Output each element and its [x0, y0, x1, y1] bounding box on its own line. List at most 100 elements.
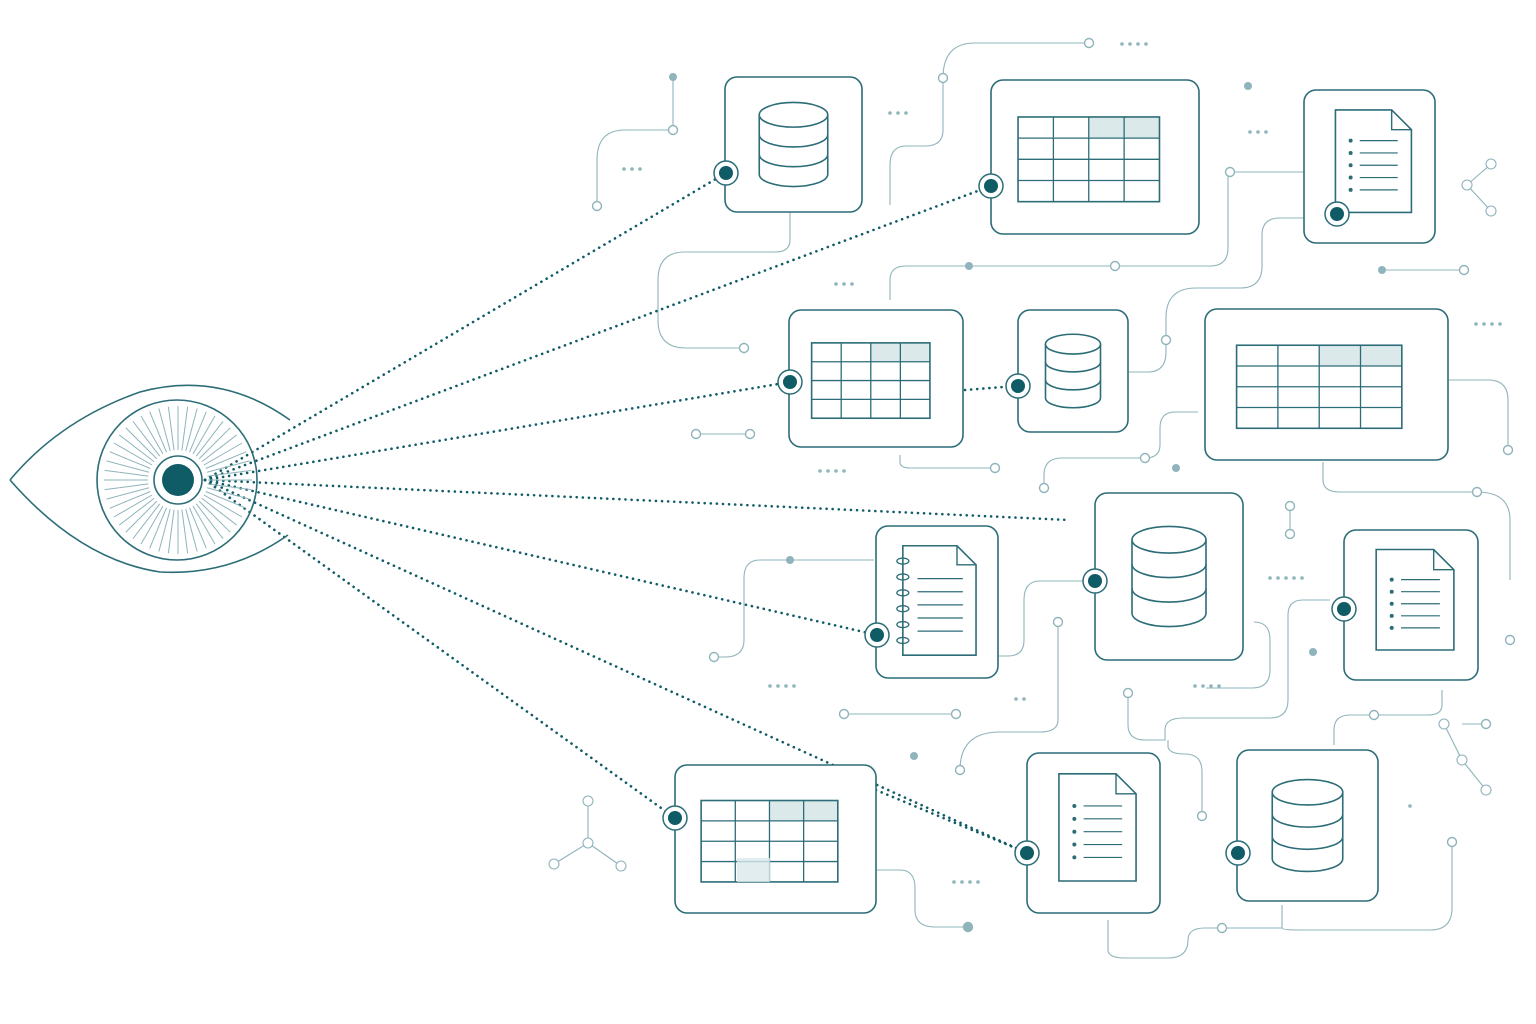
iris-ray: [206, 487, 250, 500]
ellipsis-dot: [1201, 684, 1205, 688]
document-bullet: [1072, 829, 1077, 834]
network-node: [548, 858, 560, 870]
iris-ray: [192, 415, 216, 455]
network-glyphs: [548, 158, 1497, 872]
network-edge: [1466, 184, 1492, 212]
database-icon: [1131, 525, 1207, 628]
iris-ray: [185, 408, 198, 452]
iris-ray: [109, 451, 151, 469]
ellipsis-dots: [1474, 322, 1502, 326]
network-edge: [1461, 759, 1487, 791]
network-node-icon: [1438, 718, 1492, 796]
trace-line: [899, 455, 995, 469]
connector-node: [838, 708, 850, 720]
trace-line: [1448, 379, 1509, 450]
ellipsis-dot: [784, 684, 788, 688]
card-frame: [1204, 308, 1449, 461]
ellipsis-dot: [888, 111, 892, 115]
database-cylinder: [758, 114, 829, 188]
network-node: [1438, 718, 1450, 730]
eye-upper-lid: [9, 384, 291, 481]
network-node-icon: [548, 795, 627, 872]
document-card: [1331, 529, 1479, 681]
document-bullet: [1072, 855, 1077, 860]
connector-node: [690, 428, 702, 440]
iris-ray: [158, 508, 171, 552]
ellipsis-dot: [1498, 322, 1502, 326]
card-frame: [990, 79, 1200, 235]
data-source-cards: [662, 76, 1479, 914]
document-icon: [1058, 773, 1137, 882]
ellipsis-dots: [888, 111, 908, 115]
ellipsis-dot: [952, 880, 956, 884]
iris-ray: [201, 434, 238, 463]
database-card: [713, 76, 863, 213]
document-fold: [1115, 773, 1137, 795]
table-grid-icon: [810, 342, 931, 420]
ellipsis-dot: [818, 469, 822, 473]
ellipsis-dots: [1408, 804, 1412, 808]
ellipsis-dots: [768, 684, 796, 688]
connector-port: [984, 179, 998, 193]
connector-node: [708, 651, 720, 663]
ellipsis-dot: [630, 167, 634, 171]
table-card: [978, 79, 1200, 235]
connector-node: [954, 764, 966, 776]
iris-ray: [104, 483, 149, 491]
connector-node: [950, 708, 962, 720]
iris-ray: [167, 509, 175, 554]
ellipsis-dot: [842, 282, 846, 286]
database-band: [1271, 836, 1344, 851]
network-hub: [1456, 754, 1468, 766]
trace-line: [1322, 462, 1477, 493]
iris-ray: [158, 408, 171, 452]
network-edge: [1443, 723, 1463, 761]
ellipsis-dot: [976, 880, 980, 884]
connector-dot: [786, 556, 794, 564]
document-bullet: [1072, 816, 1077, 821]
ellipsis-dot: [896, 111, 900, 115]
connector-node: [1122, 687, 1134, 699]
connector-port: [1088, 574, 1102, 588]
eye-iris-outline: [96, 399, 258, 561]
sight-beam: [203, 171, 728, 482]
iris-ray: [109, 491, 151, 509]
database-icon: [1271, 778, 1344, 873]
ellipsis-dot: [1474, 322, 1478, 326]
iris-ray: [207, 483, 252, 491]
document-icon: [1375, 548, 1455, 651]
connector-port: [870, 628, 884, 642]
ellipsis-dot: [768, 684, 772, 688]
connector-node: [1224, 166, 1236, 178]
trace-line: [996, 580, 1093, 657]
trace-line: [1167, 740, 1203, 816]
database-top: [1044, 333, 1102, 355]
ellipsis-dot: [1136, 42, 1140, 46]
notebook-ring: [896, 573, 910, 581]
iris-ray: [205, 451, 247, 469]
sight-beam: [203, 380, 792, 482]
connector-node: [1471, 486, 1483, 498]
ellipsis-dot: [1408, 804, 1412, 808]
iris-ray: [195, 420, 224, 457]
trace-line: [1127, 599, 1330, 741]
connector-dot: [669, 73, 677, 81]
database-cylinder: [1044, 344, 1102, 409]
connector-node: [1502, 444, 1514, 456]
card-frame: [674, 764, 877, 914]
ellipsis-dot: [1284, 576, 1288, 580]
ellipsis-dot: [1276, 576, 1280, 580]
ellipsis-dot: [960, 880, 964, 884]
iris-ray: [203, 494, 243, 518]
document-fold: [1390, 109, 1412, 131]
database-cylinder: [1131, 539, 1207, 628]
ellipsis-dot: [638, 167, 642, 171]
ellipsis-dot: [792, 684, 796, 688]
eye-pupil-ring: [153, 455, 203, 505]
ellipsis-dots: [1193, 684, 1221, 688]
ellipsis-dot: [1209, 684, 1213, 688]
ellipsis-markers: [622, 42, 1502, 884]
connector-node: [1052, 616, 1064, 628]
connector-node: [937, 72, 949, 84]
